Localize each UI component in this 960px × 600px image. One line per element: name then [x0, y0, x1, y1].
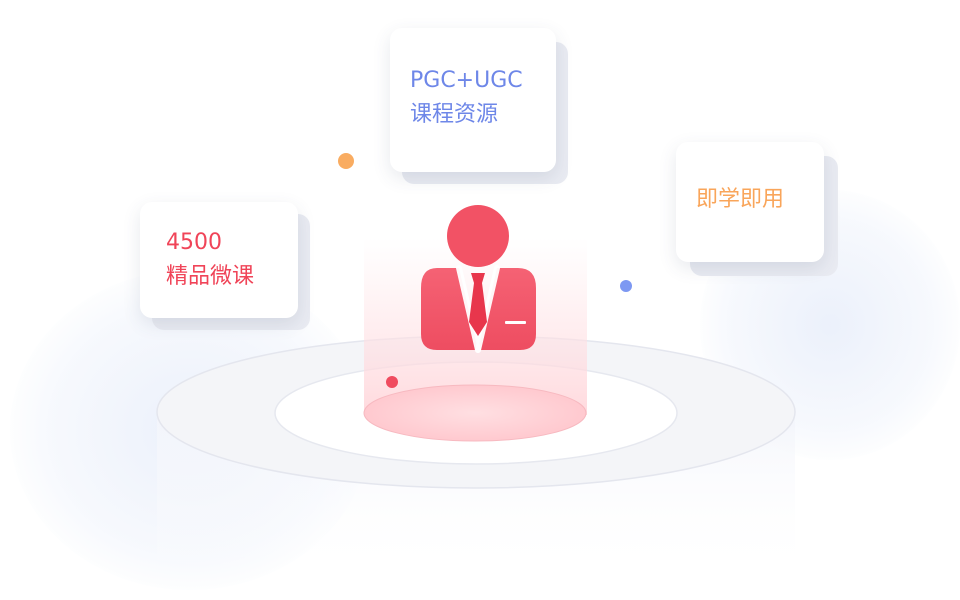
business-person-icon [421, 205, 536, 353]
card-learn-and-use: 即学即用 [676, 142, 824, 262]
decor-dot-red [386, 376, 398, 388]
card-course-resources-subtitle: 课程资源 [410, 102, 499, 127]
card-learn-and-use-label: 即学即用 [696, 187, 785, 212]
decor-dot-blue [620, 280, 632, 292]
light-beam [363, 238, 587, 442]
card-micro-courses-label: 精品微课 [166, 264, 255, 289]
decor-dot-orange [338, 153, 354, 169]
card-course-resources: PGC+UGC 课程资源 [390, 28, 556, 172]
card-course-resources-title: PGC+UGC [410, 68, 523, 93]
card-micro-courses-count: 4500 [166, 230, 222, 255]
card-micro-courses: 4500 精品微课 [140, 202, 298, 318]
